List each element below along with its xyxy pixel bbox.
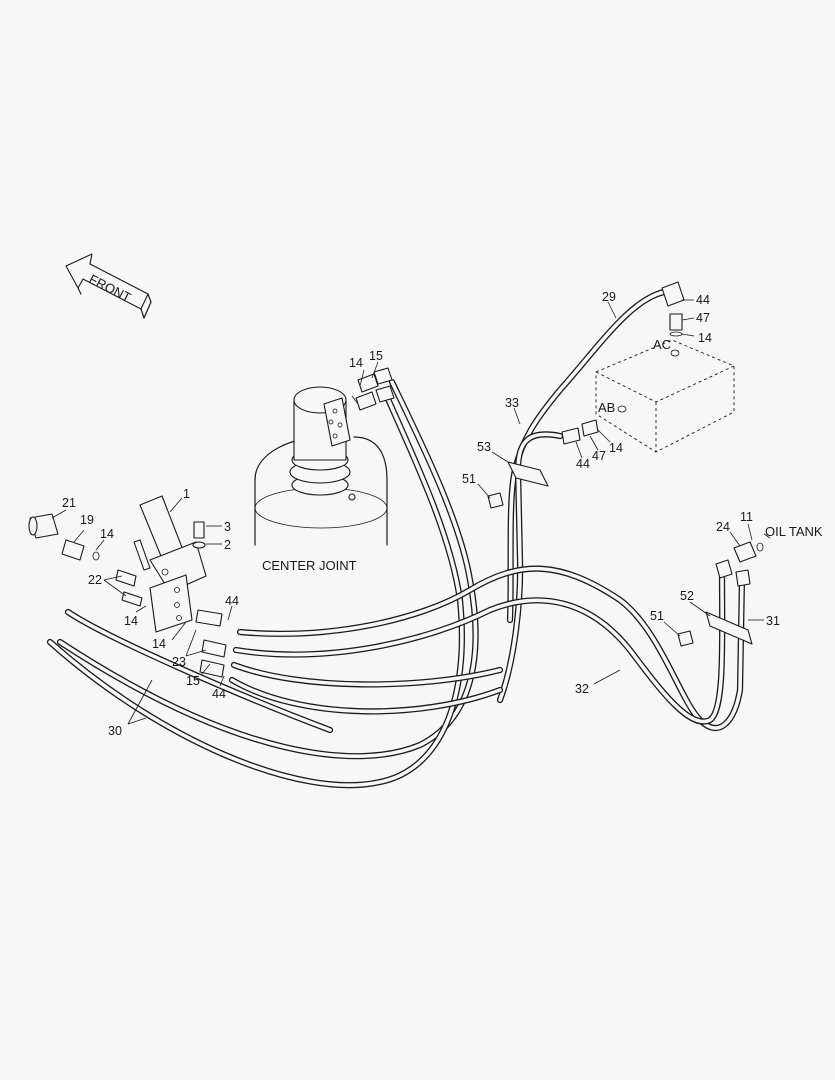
callout-23: 23	[172, 655, 186, 669]
callout-30: 30	[108, 724, 122, 738]
callout-44-c: 44	[576, 457, 590, 471]
callout-52: 52	[680, 589, 694, 603]
oil-tank-label: OIL TANK	[765, 524, 823, 539]
callout-53: 53	[477, 440, 491, 454]
callout-32: 32	[575, 682, 589, 696]
callout-21: 21	[62, 496, 76, 510]
callout-19: 19	[80, 513, 94, 527]
clamps	[487, 461, 753, 647]
port-ab-label: AB	[598, 400, 615, 415]
callout-15-b: 15	[186, 674, 200, 688]
pressure-switch-21	[28, 513, 100, 561]
front-arrow: FRONT	[65, 253, 152, 319]
center-joint-fittings	[355, 367, 395, 411]
leader-lines	[51, 299, 771, 725]
callout-14-e: 14	[609, 441, 623, 455]
callout-24: 24	[716, 520, 730, 534]
callout-2: 2	[224, 538, 231, 552]
callout-labels: 1 2 3 11 14 14 14 14 14 14 15 15 19 21 2…	[62, 290, 823, 738]
callout-3: 3	[224, 520, 231, 534]
callout-31: 31	[766, 614, 780, 628]
callout-51-b: 51	[650, 609, 664, 623]
callout-14-f: 14	[698, 331, 712, 345]
callout-15-a: 15	[369, 349, 383, 363]
tank-fittings	[561, 281, 685, 445]
pedal-valve-assembly	[115, 495, 227, 678]
callout-11: 11	[740, 510, 753, 524]
port-ac-label: AC	[653, 337, 671, 352]
center-joint-label: CENTER JOINT	[262, 558, 357, 573]
center-joint: CENTER JOINT	[254, 386, 388, 573]
callout-14-b: 14	[124, 614, 138, 628]
callout-44-d: 44	[696, 293, 710, 307]
hoses	[46, 288, 746, 789]
callout-44-b: 44	[212, 687, 226, 701]
callout-47-b: 47	[696, 311, 710, 325]
callout-14-d: 14	[349, 356, 363, 370]
callout-1: 1	[183, 487, 190, 501]
return-fittings	[715, 541, 764, 587]
callout-22: 22	[88, 573, 102, 587]
callout-44-a: 44	[225, 594, 239, 608]
callout-33: 33	[505, 396, 519, 410]
callout-51-a: 51	[462, 472, 476, 486]
callout-14-a: 14	[100, 527, 114, 541]
callout-47-a: 47	[592, 449, 606, 463]
oil-tank-box: AB AC	[595, 337, 735, 453]
callout-14-c: 14	[152, 637, 166, 651]
callout-29: 29	[602, 290, 616, 304]
